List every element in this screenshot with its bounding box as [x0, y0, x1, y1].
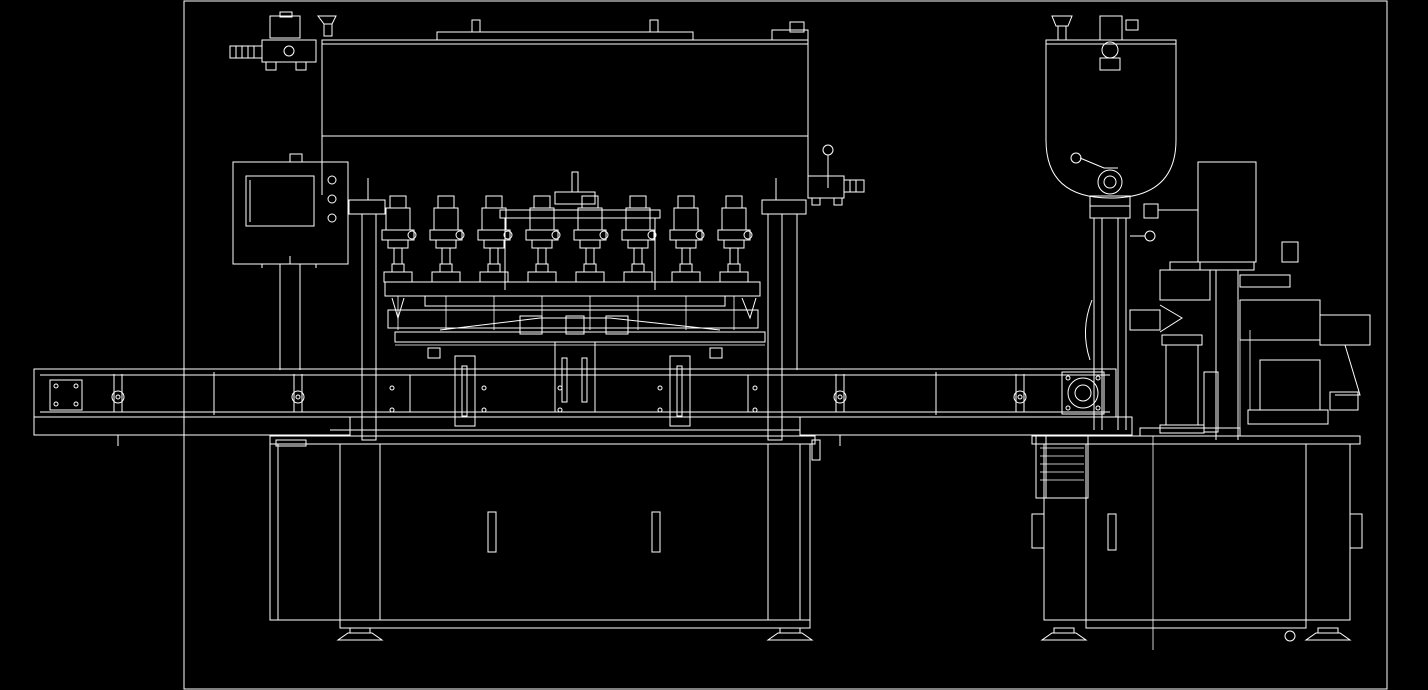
filling-head — [669, 195, 705, 330]
filling-head — [621, 195, 657, 330]
filling-head — [573, 195, 609, 330]
filling-head — [477, 195, 513, 330]
outlet-valve-lever — [807, 144, 865, 206]
conveyor-bolt — [557, 385, 563, 413]
side-piston-pump — [1129, 261, 1219, 434]
leveling-feet-side — [1040, 627, 1352, 641]
front-elevation-view — [33, 11, 1133, 641]
conveyor-bolt — [389, 385, 395, 413]
base-cabinet — [269, 443, 811, 629]
guide-rail-brackets — [111, 374, 1027, 413]
machine-table — [269, 429, 821, 461]
conveyor-bolt — [752, 385, 758, 413]
conveyor-bolt — [481, 385, 487, 413]
inlet-valve-assembly — [229, 11, 337, 71]
filling-heads-group — [381, 195, 753, 330]
filling-head — [717, 195, 753, 330]
rail-bracket — [111, 374, 125, 412]
center-lift-mechanism — [499, 171, 661, 290]
side-bearing-housing — [1061, 371, 1105, 415]
leveling-feet-front — [336, 627, 814, 641]
rail-bracket — [291, 374, 305, 412]
drawing-border — [183, 0, 1388, 690]
product-tank — [321, 19, 809, 195]
side-gear-motor — [1035, 435, 1089, 499]
side-support-column — [1085, 203, 1198, 430]
side-base-cabinet — [1031, 436, 1363, 650]
side-product-tank — [1045, 15, 1177, 207]
conveyor-belt — [33, 368, 1133, 446]
side-electrical-box — [1197, 161, 1257, 440]
control-panel — [232, 153, 349, 370]
filling-head — [429, 195, 465, 330]
nozzle-bar — [384, 281, 766, 359]
side-drive-mechanism — [1239, 241, 1371, 430]
rail-bracket — [833, 374, 847, 412]
rail-bracket — [1013, 374, 1027, 412]
frame-columns — [348, 178, 807, 441]
bottle-guide-plates — [454, 341, 691, 427]
conveyor-bolt — [657, 385, 663, 413]
side-elevation-view — [1031, 15, 1371, 650]
